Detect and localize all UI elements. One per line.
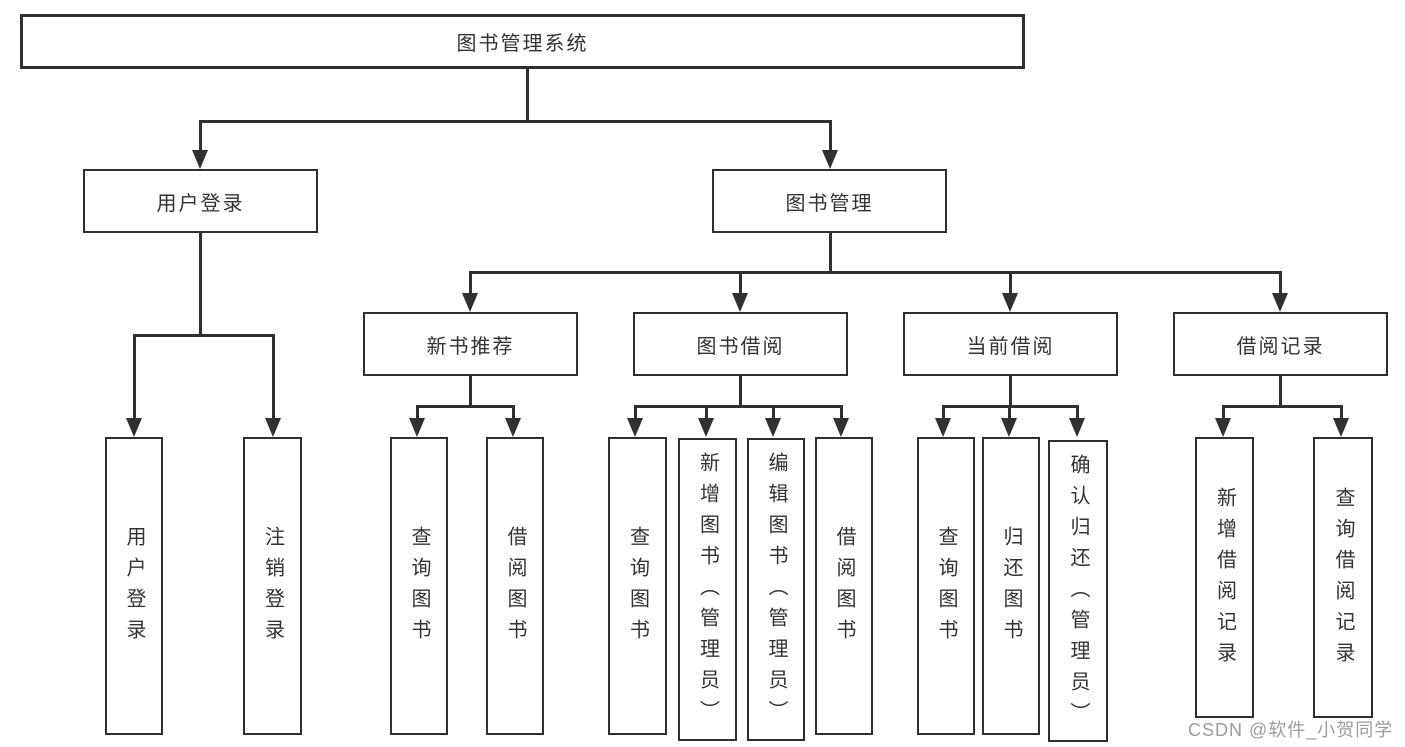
edge-book-management-trunk [829, 233, 832, 273]
node-book-borrowing: 图书借阅 [633, 312, 848, 376]
edge-stem-bb-edit [772, 405, 775, 419]
leaf-cb-return-books: 归还图书 [982, 437, 1040, 735]
arrowhead-bb-query [627, 418, 643, 437]
edge-bb-trunk [739, 376, 742, 407]
edge-stem-book-borrowing [739, 271, 742, 294]
arrowhead-leaf-logout [265, 418, 281, 437]
edge-stem-bb-query [634, 405, 637, 419]
arrowhead-leaf-user-login [126, 418, 142, 437]
edge-root-hbar [199, 120, 831, 123]
edge-stem-leaf-logout [272, 334, 275, 419]
node-current-borrowing: 当前借阅 [903, 312, 1118, 376]
leaf-bb-add-books-admin: 新增图书（管理员） [678, 438, 737, 741]
node-borrowing-records: 借阅记录 [1173, 312, 1388, 376]
edge-user-login-hbar [133, 334, 275, 337]
edge-bb-hbar [634, 405, 842, 408]
arrowhead-cb-query [935, 418, 951, 437]
edge-stem-bb-add [705, 405, 708, 419]
arrowhead-bb-edit [765, 418, 781, 437]
arrowhead-new-book-recommendation [462, 293, 478, 312]
leaf-bb-query-books: 查询图书 [608, 437, 667, 735]
node-library-management-system: 图书管理系统 [20, 14, 1025, 69]
edge-stem-user-login [199, 120, 202, 151]
leaf-logout: 注销登录 [243, 437, 302, 735]
arrowhead-nbr-query [409, 418, 425, 437]
edge-book-management-hbar [469, 271, 1282, 274]
edge-stem-borrowing-records [1279, 271, 1282, 294]
arrowhead-nbr-borrow [505, 418, 521, 437]
leaf-cb-confirm-return-admin: 确认归还（管理员） [1048, 440, 1108, 742]
edge-stem-leaf-user-login [133, 334, 136, 419]
arrowhead-borrowing-records [1272, 293, 1288, 312]
edge-stem-cb-return [1008, 405, 1011, 419]
arrowhead-current-borrowing [1002, 293, 1018, 312]
edge-stem-br-query [1340, 405, 1343, 419]
edge-stem-cb-confirm [1076, 405, 1079, 419]
arrowhead-cb-return [1001, 418, 1017, 437]
arrowhead-cb-confirm [1069, 418, 1085, 437]
edge-root-trunk [526, 69, 529, 122]
leaf-br-add-record: 新增借阅记录 [1195, 437, 1254, 718]
leaf-bb-edit-books-admin: 编辑图书（管理员） [747, 438, 805, 741]
leaf-br-query-record: 查询借阅记录 [1313, 437, 1373, 718]
node-user-login: 用户登录 [83, 169, 318, 233]
edge-stem-cb-query [942, 405, 945, 419]
arrowhead-book-borrowing [732, 293, 748, 312]
leaf-nbr-borrow-books: 借阅图书 [486, 437, 544, 735]
arrowhead-bb-borrow [833, 418, 849, 437]
edge-nbr-hbar [416, 405, 515, 408]
edge-user-login-trunk [199, 233, 202, 336]
leaf-cb-query-books: 查询图书 [917, 437, 975, 735]
edge-stem-nbr-query [416, 405, 419, 419]
csdn-watermark: CSDN @软件_小贺同学 [1188, 720, 1394, 740]
edge-br-hbar [1222, 405, 1343, 408]
arrowhead-user-login [192, 150, 208, 169]
edge-stem-book-management [829, 120, 832, 151]
edge-stem-nbr-borrow [512, 405, 515, 419]
edge-stem-bb-borrow [840, 405, 843, 419]
edge-nbr-trunk [469, 376, 472, 407]
edge-stem-br-add [1222, 405, 1225, 419]
edge-br-trunk [1279, 376, 1282, 407]
node-book-management: 图书管理 [712, 169, 947, 233]
node-new-book-recommendation: 新书推荐 [363, 312, 578, 376]
leaf-user-login: 用户登录 [105, 437, 163, 735]
edge-cb-trunk [1009, 376, 1012, 407]
edge-stem-new-book-recommendation [469, 271, 472, 294]
edge-stem-current-borrowing [1009, 271, 1012, 294]
leaf-nbr-query-books: 查询图书 [390, 437, 448, 735]
leaf-bb-borrow-books: 借阅图书 [815, 437, 873, 735]
arrowhead-br-query [1333, 418, 1349, 437]
arrowhead-br-add [1215, 418, 1231, 437]
arrowhead-bb-add [698, 418, 714, 437]
arrowhead-book-management [822, 150, 838, 169]
